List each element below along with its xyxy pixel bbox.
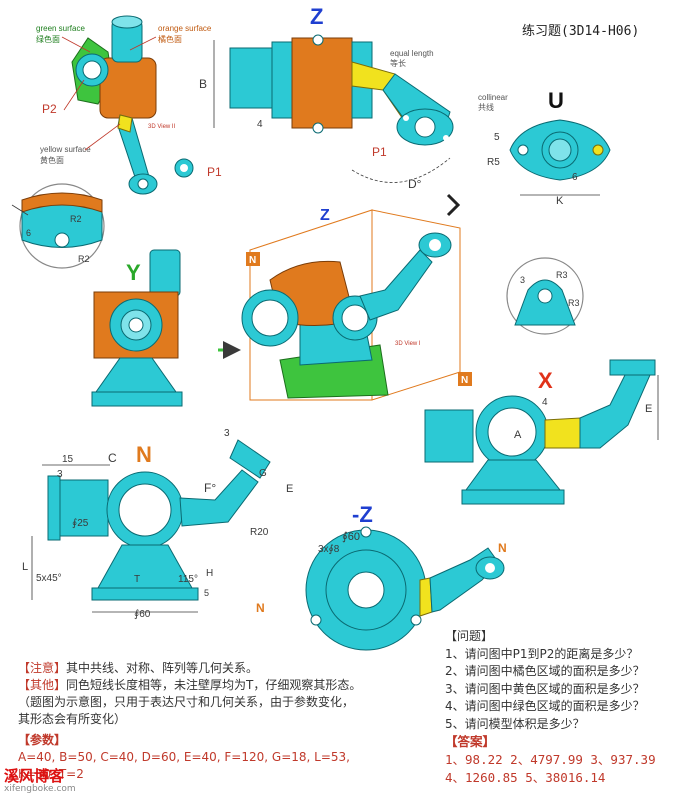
n-label-neg-z: N — [256, 601, 265, 615]
dim-l: L — [22, 561, 28, 573]
question-item: 3、请问图中黄色区域的面积是多少？ — [445, 681, 645, 696]
dim-b: B — [199, 77, 207, 91]
collinear-label-en: collinear — [478, 93, 508, 102]
detail-left: R2 R2 6 — [11, 183, 105, 269]
arrow-icon — [446, 193, 461, 217]
dim-5: 5 — [494, 132, 500, 143]
dim-h: H — [206, 568, 213, 579]
yellow-surface-label-en: yellow surface — [40, 145, 91, 154]
dim-4-x: 4 — [542, 397, 548, 408]
p1-label: P1 — [372, 145, 387, 159]
view-x: X E 4 A — [424, 359, 659, 505]
param-text: A=40, B=50, C=40, D=60, E=40, F=120, G=1… — [18, 750, 350, 781]
dim-t: T — [134, 574, 140, 585]
view-letter-x: X — [538, 368, 553, 393]
watermark-url: xifengboke.com — [4, 784, 76, 794]
dim-4-z: 4 — [257, 119, 263, 130]
view-letter-n: N — [136, 442, 152, 467]
dim-e-n: E — [286, 483, 293, 495]
dim-d: D° — [408, 177, 422, 191]
p1-label-small: P1 — [207, 165, 222, 179]
collinear-label-cn: 共线 — [478, 102, 494, 112]
dim-3-detail: 3 — [520, 275, 525, 285]
question-item: 1、请问图中P1到P2的距离是多少？ — [445, 646, 639, 661]
view-letter-z: Z — [310, 4, 323, 29]
view-3d-1: N N N 3D View I Z — [218, 193, 472, 401]
view-letter-u: U — [548, 88, 564, 113]
dim-115: 115° — [178, 574, 198, 585]
equal-length-label-en: equal length — [390, 49, 434, 58]
n-badge-a: N — [249, 255, 256, 266]
n-badge-b: N — [461, 375, 468, 386]
detail-right: R3 R3 3 — [506, 257, 584, 335]
dim-e-x: E — [645, 403, 652, 415]
watermark-logo: 溪风博客 — [4, 767, 65, 785]
other-text: 同色短线长度相等，未注壁厚均为T，仔细观察其形态。（题图为示意图，只用于表达尺寸… — [18, 678, 362, 726]
dim-c: C — [108, 451, 117, 465]
answers-header: 【答案】 — [445, 734, 496, 749]
p2-label: P2 — [42, 102, 57, 116]
n-label-neg-z-b: N — [498, 541, 507, 555]
view-neg-z: -Z ∮60 3x∮8 N N — [256, 502, 507, 651]
param-label: 【参数】 — [18, 733, 67, 747]
dim-5-n: 5 — [204, 588, 209, 598]
dim-3-n: 3 — [57, 469, 63, 480]
question-item: 2、请问图中橘色区域的面积是多少？ — [445, 664, 645, 678]
note-line: 【注意】其中共线、对称、阵列等几何关系。 — [18, 660, 363, 677]
dim-r20: R20 — [250, 527, 269, 538]
dim-15: 15 — [62, 454, 74, 465]
dim-g: G — [259, 468, 267, 479]
yellow-surface-label-cn: 黄色面 — [40, 155, 64, 165]
questions-block: 【问题】 1、请问图中P1到P2的距离是多少？ 2、请问图中橘色区域的面积是多少… — [445, 628, 685, 733]
view-letter-y: Y — [126, 260, 141, 285]
notes-block: 【注意】其中共线、对称、阵列等几何关系。 【其他】同色短线长度相等，未注壁厚均为… — [18, 660, 363, 728]
green-surface-label-en: green surface — [36, 24, 85, 33]
dim-3-top: 3 — [224, 428, 230, 439]
equal-length-label-cn: 等长 — [390, 58, 406, 68]
dim-r2-b: R2 — [78, 254, 90, 264]
other-line: 【其他】同色短线长度相等，未注壁厚均为T，仔细观察其形态。（题图为示意图，只用于… — [18, 677, 363, 728]
dim-r5: R5 — [487, 157, 500, 168]
note-text: 其中共线、对称、阵列等几何关系。 — [66, 661, 259, 675]
question-item: 5、请问模型体积是多少？ — [445, 716, 585, 731]
z-arrow-icon: Z — [320, 207, 330, 224]
orange-surface-label-cn: 橘色面 — [158, 34, 182, 44]
view-y: Y — [91, 249, 183, 407]
view-u: U K 5 R5 6 — [487, 88, 611, 207]
orange-surface-label-en: orange surface — [158, 24, 212, 33]
view-n: N 15 3 C F° G E 3 ∮25 R20 L 5x45° T 115°… — [22, 428, 293, 620]
dim-6-u: 6 — [572, 172, 578, 183]
params-block: 【参数】 A=40, B=50, C=40, D=60, E=40, F=120… — [18, 732, 363, 783]
dim-phi25: ∮25 — [72, 518, 89, 529]
answers-block: 【答案】 1、98.22 2、4797.99 3、937.39 4、1260.8… — [445, 733, 685, 787]
dim-chamfer: 5x45° — [36, 573, 62, 584]
note-label: 【注意】 — [18, 661, 67, 675]
dim-phi60-z: ∮60 — [342, 531, 360, 543]
page-title: 练习题(3D14-H06) — [522, 24, 640, 39]
green-surface-label-cn: 绿色面 — [36, 34, 60, 44]
dim-6-detail: 6 — [26, 228, 31, 238]
answers-line-2: 4、1260.85 5、38016.14 — [445, 770, 606, 785]
dim-k: K — [556, 195, 564, 207]
view-z: Z B 4 equal length 等长 collinear 共线 P1 D° — [199, 4, 508, 191]
view-letter-neg-z: -Z — [352, 502, 373, 527]
view-3d-1-caption: 3D View I — [395, 341, 421, 347]
dim-f: F° — [204, 481, 216, 495]
view-3d-2-caption: 3D View II — [148, 124, 176, 130]
dim-phi60-n: ∮60 — [134, 609, 151, 620]
view-3d-2: green surface 绿色面 orange surface 橘色面 yel… — [36, 15, 222, 195]
other-label: 【其他】 — [18, 678, 67, 692]
dim-r2-a: R2 — [70, 214, 82, 224]
dim-r3-b: R3 — [568, 298, 580, 308]
answers-line-1: 1、98.22 2、4797.99 3、937.39 — [445, 752, 656, 767]
dim-a: A — [514, 429, 522, 441]
dim-3phi8: 3x∮8 — [318, 544, 340, 555]
dim-r3-a: R3 — [556, 270, 568, 280]
questions-header: 【问题】 — [445, 629, 494, 643]
question-item: 4、请问图中绿色区域的面积是多少？ — [445, 699, 645, 713]
